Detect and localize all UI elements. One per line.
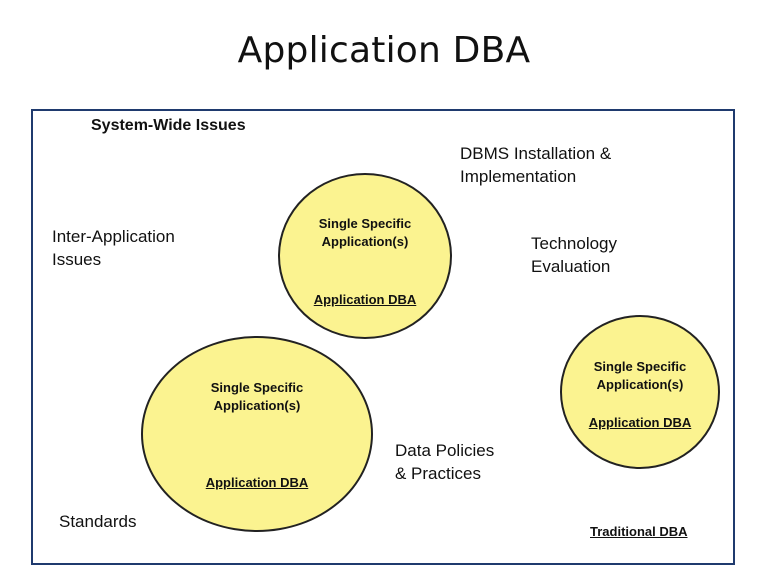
inter-application-line-1: Inter-Application: [52, 227, 175, 246]
data-policies-label: Data Policies & Practices: [395, 439, 494, 485]
circle-top-text: Single Specific Application(s): [280, 215, 450, 251]
dbms-installation-line-1: DBMS Installation &: [460, 144, 612, 163]
circle-bottom-left-application-dba: Application DBA: [205, 475, 309, 490]
circle-bottom-left-line-2: Application(s): [213, 398, 301, 413]
technology-evaluation-label: Technology Evaluation: [531, 232, 617, 278]
circle-top-line-2: Application(s): [321, 234, 409, 249]
data-policies-line-2: & Practices: [395, 464, 481, 483]
inter-application-label: Inter-Application Issues: [52, 225, 175, 271]
application-circle-top: Single Specific Application(s) Applicati…: [278, 173, 452, 339]
application-circle-bottom-left: Single Specific Application(s) Applicati…: [141, 336, 373, 532]
inter-application-line-2: Issues: [52, 250, 102, 269]
dbms-installation-label: DBMS Installation & Implementation: [460, 142, 611, 188]
application-circle-right: Single Specific Application(s) Applicati…: [560, 315, 720, 469]
page-title: Application DBA: [237, 30, 531, 71]
technology-evaluation-line-2: Evaluation: [531, 257, 611, 276]
circle-top-application-dba: Application DBA: [313, 292, 417, 307]
circle-right-line-2: Application(s): [596, 377, 684, 392]
diagram-frame: System-Wide Issues DBMS Installation & I…: [31, 109, 735, 565]
circle-right-line-1: Single Specific: [593, 359, 687, 374]
circle-bottom-left-text: Single Specific Application(s): [143, 379, 371, 415]
technology-evaluation-line-1: Technology: [531, 234, 618, 253]
data-policies-line-1: Data Policies: [395, 441, 495, 460]
circle-top-line-1: Single Specific: [318, 216, 412, 231]
dbms-installation-line-2: Implementation: [460, 167, 577, 186]
circle-right-text: Single Specific Application(s): [562, 358, 718, 394]
system-wide-issues-heading: System-Wide Issues: [91, 117, 246, 134]
circle-right-application-dba: Application DBA: [588, 415, 692, 430]
traditional-dba-label: Traditional DBA: [590, 524, 688, 539]
circle-bottom-left-line-1: Single Specific: [210, 380, 304, 395]
standards-label: Standards: [59, 512, 137, 531]
